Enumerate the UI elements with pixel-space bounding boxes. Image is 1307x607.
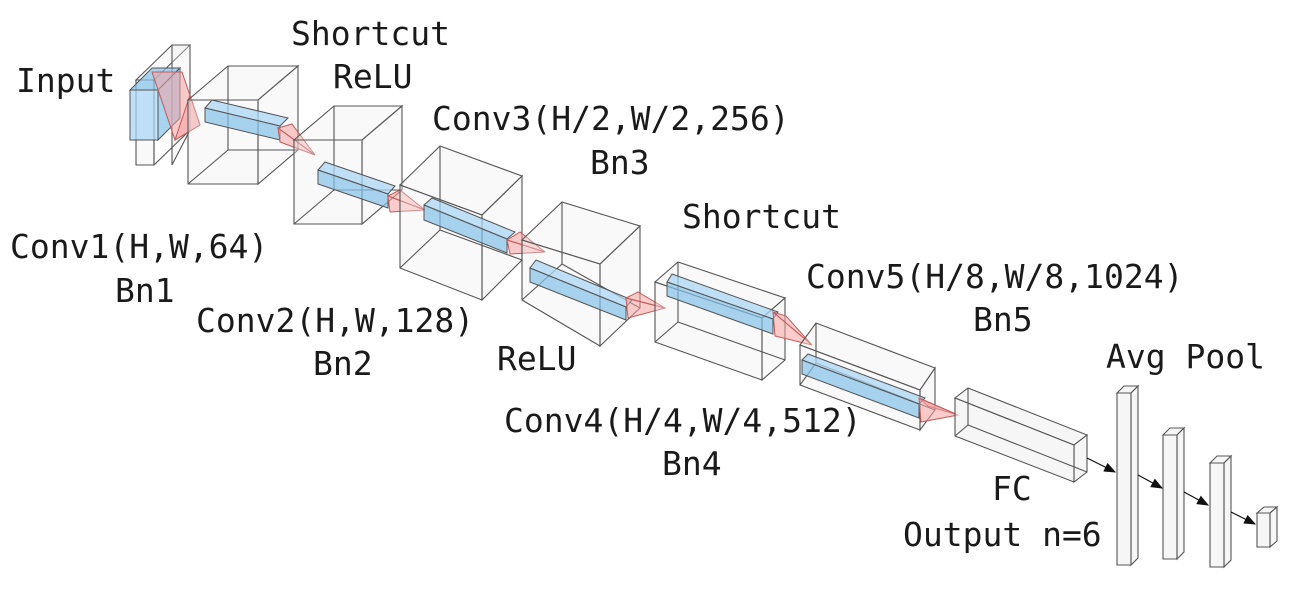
output-bar-4 [1255, 505, 1279, 549]
label-conv2: Conv2(H,W,128) [196, 301, 474, 340]
label-relu-2: ReLU [497, 339, 576, 378]
output-bar-1 [1115, 384, 1140, 567]
output-bar-3 [1208, 454, 1233, 569]
label-bn5: Bn5 [973, 300, 1033, 339]
conv1-block [186, 64, 316, 186]
label-fc: FC [992, 469, 1032, 508]
label-conv4: Conv4(H/4,W/4,512) [504, 401, 862, 440]
label-conv3: Conv3(H/2,W/2,256) [432, 99, 790, 138]
label-bn1: Bn1 [115, 271, 175, 310]
conv3-block [398, 145, 546, 302]
arrow-bar3-to-bar4 [1230, 511, 1257, 525]
conv5-block [799, 322, 960, 432]
arrow-fc-to-bar1 [1086, 457, 1117, 473]
label-avg-pool: Avg Pool [1106, 337, 1265, 376]
arrow-bar2-to-bar3 [1183, 491, 1210, 506]
label-conv5: Conv5(H/8,W/8,1024) [806, 257, 1184, 296]
output-bar-2 [1161, 426, 1186, 561]
conv2-block [292, 104, 426, 226]
label-input: Input [16, 61, 115, 100]
shortcut-block [653, 261, 813, 382]
label-output: Output n=6 [903, 515, 1102, 554]
label-shortcut-1: Shortcut [291, 14, 450, 53]
label-shortcut-2: Shortcut [682, 197, 841, 236]
label-bn4: Bn4 [662, 444, 722, 483]
conv4-block [520, 201, 667, 348]
arrow-bar1-to-bar2 [1137, 474, 1164, 489]
label-relu-1: ReLU [333, 57, 412, 96]
label-bn3: Bn3 [590, 143, 650, 182]
fc-block [953, 387, 1089, 484]
label-bn2: Bn2 [313, 344, 373, 383]
label-conv1: Conv1(H,W,64) [10, 227, 268, 266]
